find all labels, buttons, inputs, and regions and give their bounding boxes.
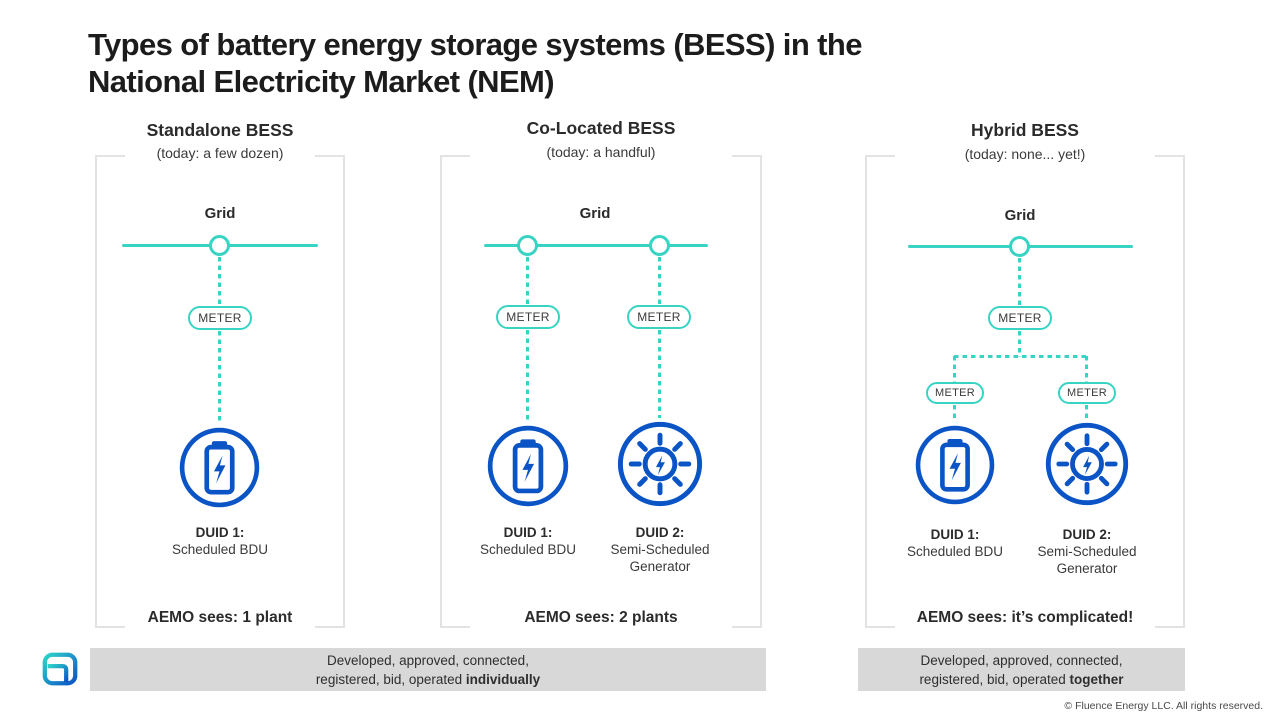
fluence-logo-icon bbox=[41, 650, 79, 688]
aemo-label: AEMO sees: it’s complicated! bbox=[916, 609, 1134, 626]
footer-line1: Developed, approved, connected, bbox=[920, 652, 1123, 668]
aemo-label: AEMO sees: 1 plant bbox=[147, 609, 293, 626]
grid-node-icon bbox=[1009, 236, 1030, 257]
column-subheading: (today: a few dozen) bbox=[156, 145, 284, 161]
duid-label: DUID 1: Scheduled BDU bbox=[453, 524, 603, 558]
duid-label: DUID 1: Scheduled BDU bbox=[145, 524, 295, 558]
dotted-connector bbox=[1085, 356, 1088, 383]
dotted-connector bbox=[526, 330, 529, 421]
footer-line2-bold: individually bbox=[465, 671, 541, 687]
unit-type-label: Semi-Scheduled bbox=[1037, 544, 1137, 559]
footer-line2-prefix: registered, bid, operated bbox=[919, 671, 1070, 687]
grid-label: Grid bbox=[1004, 207, 1036, 224]
page-title: Types of battery energy storage systems … bbox=[88, 26, 862, 100]
unit-type-label: Generator bbox=[1056, 561, 1118, 576]
duid-id: DUID 1: bbox=[503, 525, 553, 540]
page-title-line1: Types of battery energy storage systems … bbox=[88, 27, 862, 62]
meter-badge: METER bbox=[1058, 382, 1116, 404]
bracket-left bbox=[440, 155, 470, 628]
duid-label: DUID 1: Scheduled BDU bbox=[880, 526, 1030, 560]
unit-type-label: Scheduled BDU bbox=[479, 542, 577, 557]
grid-node-icon bbox=[209, 235, 230, 256]
dotted-connector bbox=[1018, 331, 1021, 357]
duid-id: DUID 1: bbox=[930, 527, 980, 542]
dotted-connector bbox=[953, 356, 956, 383]
unit-type-label: Scheduled BDU bbox=[171, 542, 269, 557]
footer-line2: registered, bid, operated individually bbox=[316, 670, 540, 689]
aemo-label: AEMO sees: 2 plants bbox=[524, 609, 678, 626]
meter-badge: METER bbox=[188, 306, 252, 330]
column-subheading: (today: a handful) bbox=[546, 144, 656, 160]
duid-label: DUID 2: Semi-Scheduled Generator bbox=[1012, 526, 1162, 577]
generator-icon bbox=[1043, 420, 1131, 508]
duid-id: DUID 2: bbox=[1062, 527, 1112, 542]
dotted-connector bbox=[526, 257, 529, 305]
dotted-connector bbox=[1018, 258, 1021, 306]
column-heading: Co-Located BESS bbox=[526, 118, 676, 138]
battery-icon bbox=[485, 423, 571, 509]
battery-icon bbox=[177, 425, 262, 510]
grid-node-icon bbox=[649, 235, 670, 256]
bracket-right bbox=[1155, 155, 1185, 628]
duid-label: DUID 2: Semi-Scheduled Generator bbox=[585, 524, 735, 575]
dotted-connector bbox=[954, 355, 1088, 358]
grid-line bbox=[484, 244, 708, 247]
unit-type-label: Generator bbox=[629, 559, 691, 574]
meter-badge: METER bbox=[926, 382, 984, 404]
dotted-connector bbox=[218, 257, 221, 306]
bracket-right bbox=[732, 155, 762, 628]
duid-id: DUID 2: bbox=[635, 525, 685, 540]
meter-badge: METER bbox=[988, 306, 1052, 330]
unit-type-label: Scheduled BDU bbox=[906, 544, 1004, 559]
footer-bar-individually: Developed, approved, connected, register… bbox=[90, 648, 766, 691]
footer-line2-bold: together bbox=[1069, 671, 1124, 687]
unit-type-label: Semi-Scheduled bbox=[610, 542, 710, 557]
bracket-left bbox=[865, 155, 895, 628]
column-heading: Hybrid BESS bbox=[971, 120, 1079, 140]
footer-line1: Developed, approved, connected, bbox=[327, 652, 529, 668]
dotted-connector bbox=[658, 257, 661, 305]
column-subheading: (today: none... yet!) bbox=[964, 146, 1086, 162]
battery-icon bbox=[913, 423, 997, 507]
meter-badge: METER bbox=[496, 305, 560, 329]
bracket-right bbox=[315, 155, 345, 628]
footer-line2: registered, bid, operated together bbox=[919, 670, 1123, 689]
footer-bar-together: Developed, approved, connected, register… bbox=[858, 648, 1185, 691]
generator-icon bbox=[615, 419, 705, 509]
dotted-connector bbox=[218, 331, 221, 423]
footer-line2-prefix: registered, bid, operated bbox=[315, 671, 466, 687]
dotted-connector bbox=[658, 330, 661, 418]
grid-label: Grid bbox=[204, 205, 236, 222]
dotted-connector bbox=[953, 405, 956, 422]
column-heading: Standalone BESS bbox=[146, 120, 294, 140]
bracket-left bbox=[95, 155, 125, 628]
duid-id: DUID 1: bbox=[195, 525, 245, 540]
grid-label: Grid bbox=[579, 205, 611, 222]
grid-node-icon bbox=[517, 235, 538, 256]
meter-badge: METER bbox=[627, 305, 691, 329]
copyright: © Fluence Energy LLC. All rights reserve… bbox=[1064, 700, 1263, 712]
page-title-line2: National Electricity Market (NEM) bbox=[88, 64, 555, 99]
dotted-connector bbox=[1085, 405, 1088, 419]
